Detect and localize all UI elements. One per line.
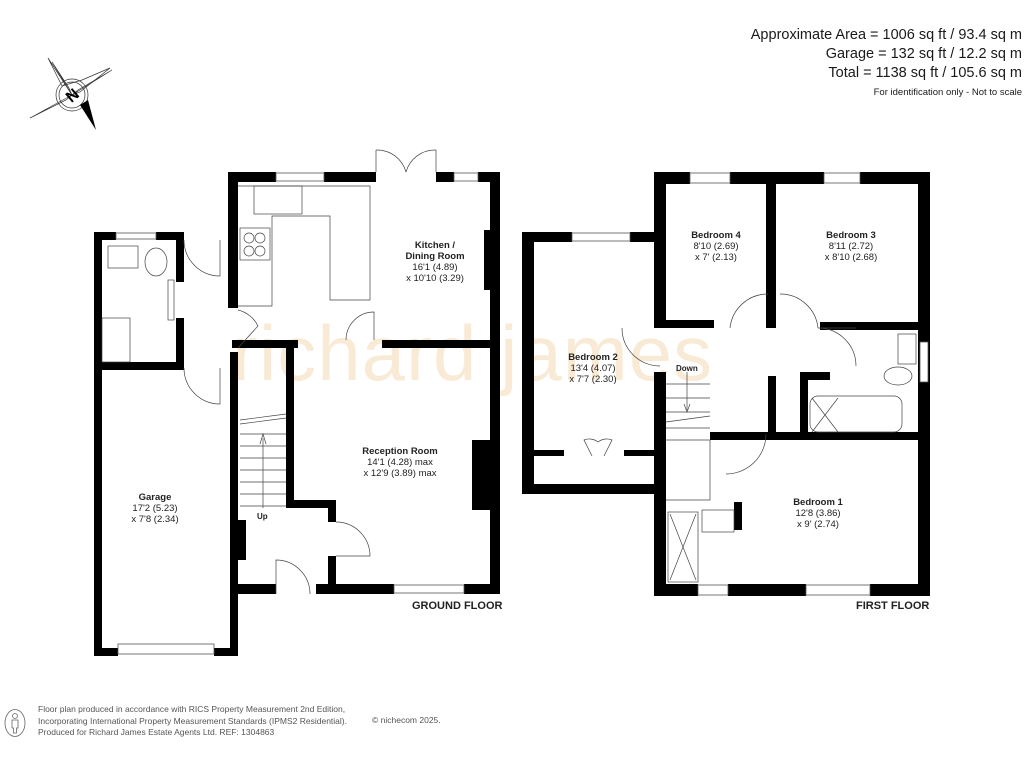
room-name: Bedroom 3: [826, 230, 876, 241]
room-reception: Reception Room 14'1 (4.28) max x 12'9 (3…: [362, 446, 437, 479]
room-name: Bedroom 1: [793, 497, 843, 508]
room-dimension: x 12'9 (3.89) max: [363, 468, 437, 479]
approximate-area: Approximate Area = 1006 sq ft / 93.4 sq …: [750, 27, 1022, 43]
room-bedroom-4: Bedroom 4 8'10 (2.69) x 7' (2.13): [691, 230, 741, 263]
ground-floor-label: GROUND FLOOR: [412, 600, 503, 612]
scale-note: For identification only - Not to scale: [873, 87, 1022, 98]
first-floor-label: FIRST FLOOR: [856, 600, 930, 612]
stairs-up-label: Up: [257, 512, 268, 521]
stairs-down-label: Down: [676, 364, 698, 373]
total-area: Total = 1138 sq ft / 105.6 sq m: [828, 65, 1022, 81]
room-dimension: x 10'10 (3.29): [406, 273, 464, 284]
room-garage: Garage 17'2 (5.23) x 7'8 (2.34): [131, 492, 178, 525]
footer-line-1: Floor plan produced in accordance with R…: [38, 704, 346, 714]
room-name: Garage: [138, 492, 172, 503]
garage-area: Garage = 132 sq ft / 12.2 sq m: [825, 46, 1022, 62]
area-summary: Approximate Area = 1006 sq ft / 93.4 sq …: [751, 26, 1022, 101]
room-bedroom-3: Bedroom 3 8'11 (2.72) x 8'10 (2.68): [825, 230, 878, 263]
room-name-line2: Dining Room: [405, 251, 465, 262]
room-dimension: 12'8 (3.86): [795, 508, 841, 519]
room-name: Kitchen /: [414, 240, 456, 251]
room-dimension: x 7'8 (2.34): [131, 514, 179, 525]
footer-disclaimer: Floor plan produced in accordance with R…: [38, 704, 347, 739]
room-dimension: x 7' (2.13): [695, 252, 737, 263]
room-dimension: x 7'7 (2.30): [569, 374, 617, 385]
room-name: Bedroom 2: [568, 352, 618, 363]
room-dimension: 17'2 (5.23): [132, 503, 178, 514]
compass-icon: N: [29, 57, 113, 130]
footer-line-2: Incorporating International Property Mea…: [38, 715, 347, 726]
room-dimension: x 8'10 (2.68): [824, 252, 878, 263]
room-name: Reception Room: [362, 446, 438, 457]
room-dimension: 13'4 (4.07): [570, 363, 616, 374]
room-dimension: 14'1 (4.28) max: [367, 457, 433, 468]
person-icon: [4, 709, 26, 737]
room-dimension: 8'11 (2.72): [828, 241, 874, 252]
room-dimension: x 9' (2.74): [797, 519, 839, 530]
room-dimension: 8'10 (2.69): [693, 241, 739, 252]
room-name: Bedroom 4: [691, 230, 741, 241]
footer-line-3: Produced for Richard James Estate Agents…: [38, 727, 275, 737]
room-bedroom-1: Bedroom 1 12'8 (3.86) x 9' (2.74): [793, 497, 843, 530]
room-bedroom-2: Bedroom 2 13'4 (4.07) x 7'7 (2.30): [568, 352, 618, 385]
footer-copyright: © nichecom 2025.: [372, 715, 441, 725]
room-dimension: 16'1 (4.89): [412, 262, 458, 273]
room-kitchen-dining: Kitchen / Dining Room 16'1 (4.89) x 10'1…: [405, 240, 464, 284]
